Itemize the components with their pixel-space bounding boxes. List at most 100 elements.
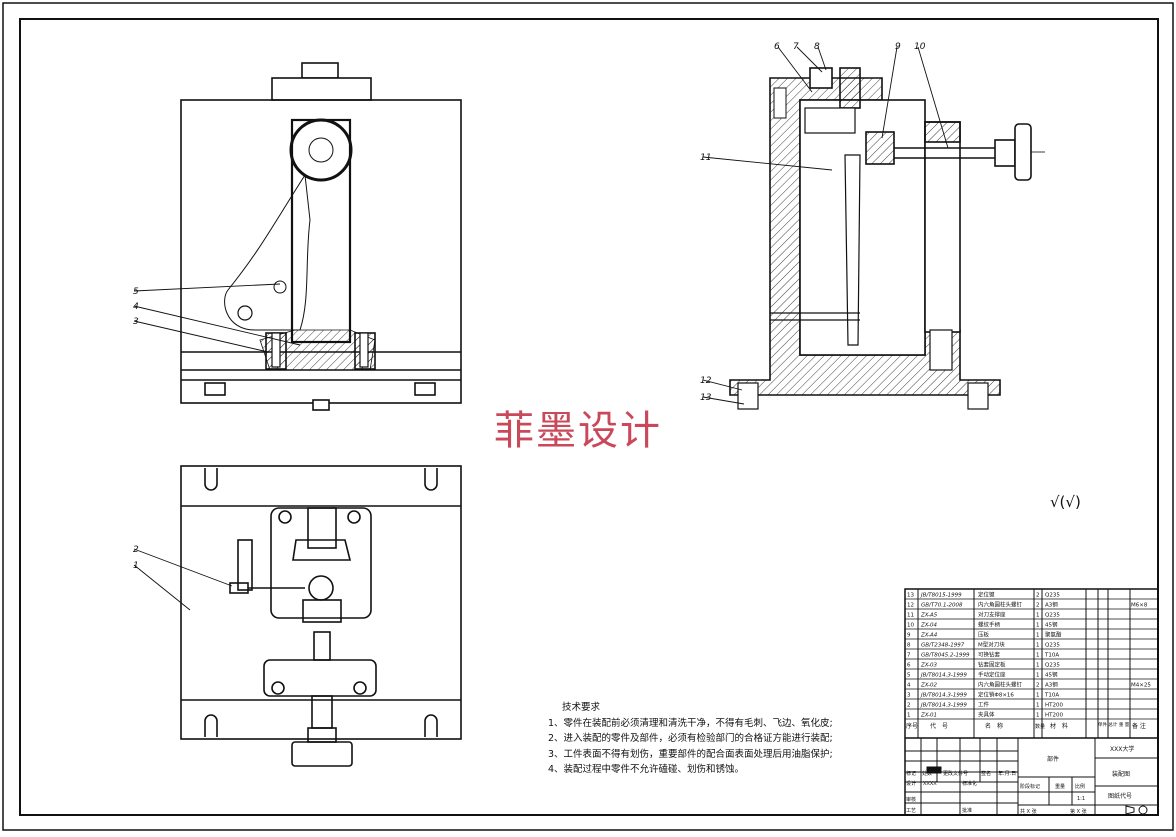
bom-cell-mat: Q235 (1045, 643, 1060, 649)
balloon-13: 13 (700, 393, 712, 403)
school-name: XXX大学 (1110, 745, 1134, 753)
bom-cell-qty: 1 (1036, 713, 1040, 719)
bom-cell-code: ZX-A5 (920, 613, 938, 619)
stage-label: 阶段标记 (1020, 783, 1040, 790)
bom-cell-name: 内六角圆柱头螺钉 (978, 681, 1023, 689)
title-block-frame (905, 738, 1158, 815)
balloon-1: 1 (133, 561, 139, 571)
balloon-2: 2 (133, 545, 139, 555)
zone-label: 更改文件号 (943, 770, 968, 777)
bom-cell-code: ZX-03 (920, 663, 938, 669)
bom-cell-no: 12 (907, 603, 914, 609)
bom-cell-code: ZX-A4 (920, 633, 938, 639)
balloon-7: 7 (793, 42, 799, 52)
balloon-6: 6 (774, 42, 780, 52)
side-view (729, 67, 1045, 410)
balloon-11: 11 (700, 153, 711, 163)
bom-cell-qty: 1 (1036, 633, 1040, 639)
sign-label: 签名 (981, 770, 991, 777)
leader-lines-left (133, 283, 301, 611)
balloon-4: 4 (133, 302, 139, 312)
bom-cell-qty: 1 (1036, 643, 1040, 649)
tech-item-1: 1、零件在装配前必须清理和清洗干净，不得有毛刺、飞边、氧化皮; (548, 717, 833, 729)
bom-header-weight: 单件 总计 重 量 (1098, 721, 1130, 728)
bom-header-name: 名 称 (985, 722, 1003, 730)
bom-cell-code: JB/T8014.3-1999 (920, 673, 967, 679)
bom-cell-qty: 1 (1036, 623, 1040, 629)
date-label: 年.月.日 (998, 770, 1016, 777)
designer-label: 设计 (906, 780, 916, 787)
bom-cell-mat: 45钢 (1045, 621, 1058, 629)
bom-cell-mat: Q235 (1045, 663, 1060, 669)
bom-cell-name: 对刀支撑座 (978, 611, 1006, 619)
roughness-symbol: √(√) (1050, 493, 1081, 511)
weight-label: 重量 (1055, 783, 1065, 790)
bom-cell-no: 11 (907, 613, 914, 619)
part-type: 部件 (1047, 755, 1059, 763)
scale-value: 1:1 (1077, 796, 1085, 802)
bom-cell-name: 内六角圆柱头螺钉 (978, 601, 1023, 609)
bom-cell-no: 8 (907, 643, 911, 649)
bom-cell-name: 压板 (978, 631, 990, 639)
bom-cell-no: 9 (907, 633, 911, 639)
bom-cell-code: ZX-02 (920, 683, 938, 689)
bom-cell-no: 7 (907, 653, 911, 659)
balloon-10: 10 (914, 42, 926, 52)
bom-cell-mat: 45钢 (1045, 671, 1058, 679)
drawing-name: 装配图 (1112, 770, 1130, 778)
bom-cell-code: JB/T8014.3-1999 (920, 703, 967, 709)
bom-header-note: 备 注 (1132, 722, 1146, 730)
bom-cell-name: 钻套固定板 (978, 661, 1006, 669)
bom-cell-qty: 1 (1036, 613, 1040, 619)
bom-cell-no: 4 (907, 683, 911, 689)
bom-cell-qty: 2 (1036, 603, 1040, 609)
bom-cell-code: JB/T8014.3-1999 (920, 693, 967, 699)
bom-cell-no: 10 (907, 623, 914, 629)
bom-cell-mat: Q235 (1045, 593, 1060, 599)
bom-cell-code: GB/T8045.2-1999 (921, 653, 970, 659)
balloon-5: 5 (133, 287, 139, 297)
bom-cell-mat: HT200 (1045, 703, 1063, 709)
bom-cell-code: GB/T70.1-2008 (921, 603, 963, 609)
front-view (180, 62, 462, 411)
bom-cell-qty: 2 (1036, 683, 1040, 689)
balloon-12: 12 (700, 376, 712, 386)
balloon-9: 9 (895, 42, 901, 52)
bom-cell-no: 5 (907, 673, 911, 679)
bom-cell-qty: 1 (1036, 703, 1040, 709)
process-label: 工艺 (906, 808, 916, 814)
bom-cell-qty: 1 (1036, 663, 1040, 669)
balloon-3: 3 (133, 317, 139, 327)
bom-cell-name: 手动定位座 (978, 671, 1006, 679)
bom-cell-mat: T10A (1044, 653, 1059, 659)
sheets-total: 共 X 张 (1020, 808, 1037, 815)
bom-cell-name: 定位键 (978, 591, 995, 599)
review-label: 审核 (906, 796, 916, 803)
tech-title: 技术要求 (562, 702, 601, 713)
bom-cell-name: M型对刀块 (978, 641, 1005, 649)
bom-cell-code: JB/T8015-1999 (920, 593, 962, 599)
bom-cell-name: 工件 (978, 701, 990, 709)
bom-cell-mat: 聚氨酯 (1045, 631, 1062, 639)
inner-frame (19, 18, 1159, 816)
bom-cell-name: 定位销Φ8×16 (978, 691, 1014, 699)
bom-cell-mat: A3钢 (1045, 681, 1058, 689)
bom-cell-no: 2 (907, 703, 911, 709)
bom-header-mat: 材 料 (1050, 722, 1068, 730)
bom-header: 序号 代 号 名 称 数量 材 料 单件 总计 重 量 备 注 (906, 721, 1146, 730)
count-label: 处数 (922, 770, 932, 777)
mark-label: 标记 (906, 770, 916, 777)
title-block-text: XXX大学 部件 装配图 图纸代号 阶段标记 重量 比例 1:1 共 X 张 第… (906, 745, 1134, 815)
bom-cell-note: M6×8 (1131, 603, 1148, 609)
bom-cell-note: M4×25 (1131, 683, 1151, 689)
tech-item-2: 2、进入装配的零件及部件，必须有检验部门的合格证方能进行装配; (548, 733, 833, 744)
bom-cell-mat: A3钢 (1045, 601, 1058, 609)
bom-cell-no: 3 (907, 693, 911, 699)
bom-cell-name: 可换钻套 (978, 651, 1001, 659)
scale-label: 比例 (1075, 783, 1085, 790)
